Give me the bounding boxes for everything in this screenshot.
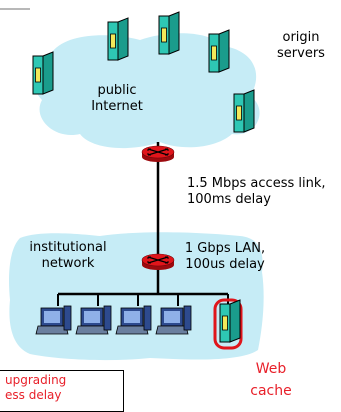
access-link-label: 1.5 Mbps access link, 100ms delay (187, 176, 337, 208)
web-cache-label: Web cache (246, 358, 296, 402)
access-link-label-line2: 100ms delay (187, 192, 271, 207)
institutional-router-icon (141, 253, 175, 271)
web-cache-server-icon (219, 299, 241, 343)
web-cache-label-line2: cache (250, 383, 292, 399)
lan-label-line1: 1 Gbps LAN, (184, 241, 266, 256)
origin-server-icon-4 (32, 51, 54, 95)
institutional-network-cloud (9, 232, 264, 361)
origin-server-icon-1 (107, 17, 129, 61)
lan-label: 1 Gbps LAN, 100us delay (180, 241, 270, 273)
public-internet-label-line1: public (97, 83, 137, 98)
origin-servers-label-line2: servers (277, 46, 325, 61)
institutional-network-label-line1: institutional (29, 240, 107, 255)
note-line2: ess delay (5, 388, 62, 402)
pc-icon-1 (35, 305, 72, 335)
origin-servers-label-line1: origin (282, 30, 320, 45)
pc-icon-2 (75, 305, 112, 335)
pc-icon-4 (155, 305, 192, 335)
lan-label-line2: 100us delay (185, 257, 265, 272)
pc-icon-3 (115, 305, 152, 335)
origin-server-icon-5 (233, 89, 255, 133)
network-diagram (9, 11, 264, 361)
access-router-icon (141, 145, 175, 163)
public-internet-label: public Internet (82, 83, 152, 115)
cache-highlight (213, 298, 243, 350)
public-internet-label-line2: Internet (91, 99, 143, 114)
access-link-label-line1: 1.5 Mbps access link, (187, 176, 326, 191)
origin-servers-label: origin servers (270, 30, 332, 62)
origin-server-icon-2 (158, 11, 180, 55)
institutional-network-label: institutional network (18, 240, 118, 272)
origin-server-icon-3 (208, 29, 230, 73)
institutional-network-label-line2: network (41, 256, 95, 271)
note-line1: upgrading (5, 373, 67, 387)
top-divider (0, 0, 30, 10)
web-cache-label-line1: Web (255, 361, 287, 377)
public-internet-cloud (33, 33, 260, 149)
